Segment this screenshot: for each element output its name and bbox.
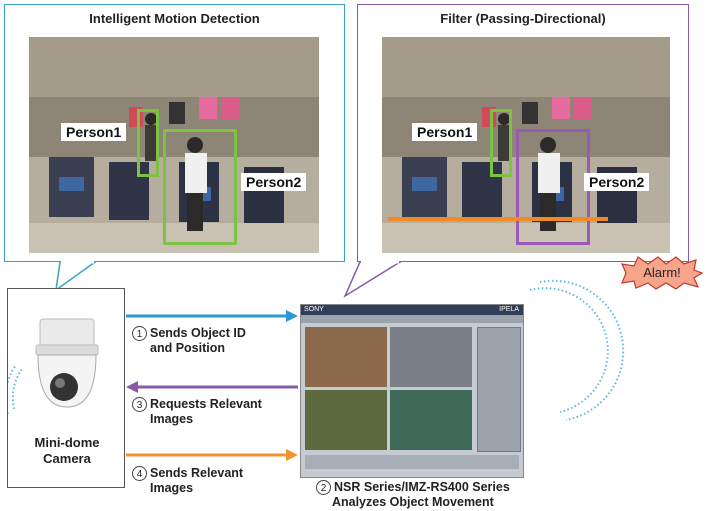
camera-device-icon [8, 318, 99, 414]
video-tile-3 [305, 390, 387, 450]
screen-header: SONY IPELA [301, 305, 523, 315]
step-1-line1: Sends Object ID [150, 326, 246, 340]
passing-line [388, 217, 608, 221]
step-3-line2: Images [150, 412, 194, 426]
camera-label: Mini-dome Camera [8, 435, 126, 467]
camera-label-line2: Camera [43, 451, 91, 466]
panel-title-left: Intelligent Motion Detection [89, 11, 260, 26]
panel-title-right: Filter (Passing-Directional) [440, 11, 606, 26]
step-4-line2: Images [150, 481, 194, 495]
detection-box-person1-left [137, 109, 159, 177]
person1-label-left: Person1 [61, 123, 127, 141]
person1-label-right: Person1 [412, 123, 478, 141]
screen-bottom-controls [305, 455, 519, 469]
station-photo-right [382, 37, 670, 253]
alarm-text: Alarm! [643, 265, 681, 280]
nsr-software-screen: SONY IPELA [300, 304, 524, 478]
step-1-number: 1 [132, 326, 147, 341]
video-tile-2 [390, 327, 472, 387]
video-tile-4 [390, 390, 472, 450]
step-4-number: 4 [132, 466, 147, 481]
camera-label-line1: Mini-dome [34, 435, 100, 450]
screen-brand-left: SONY [304, 306, 324, 313]
step-1-line2: and Position [150, 341, 225, 355]
filter-panel: Filter (Passing-Directional) [357, 4, 689, 262]
video-tile-1 [305, 327, 387, 387]
step-2-line2: Analyzes Object Movement [331, 495, 494, 509]
person2-label-left: Person2 [241, 173, 307, 191]
step-2-number: 2 [316, 480, 331, 495]
step-4-line1: Sends Relevant [150, 466, 244, 480]
screen-menubar [301, 315, 523, 323]
step-3-line1: Requests Relevant [150, 397, 262, 411]
ptz-control-panel [477, 327, 521, 452]
step-2-line1: NSR Series/IMZ-RS400 Series [334, 480, 510, 494]
person2-label-right: Person2 [584, 173, 650, 191]
camera-box: Mini-dome Camera [7, 288, 125, 488]
detection-box-person1-right [490, 109, 512, 177]
alarm-burst: Alarm! [620, 256, 704, 290]
detection-box-person2-left [163, 129, 237, 245]
screen-brand-right: IPELA [499, 306, 519, 313]
step-3-number: 3 [132, 397, 147, 412]
motion-detection-panel: Intelligent Motion Detection Per [4, 4, 345, 262]
